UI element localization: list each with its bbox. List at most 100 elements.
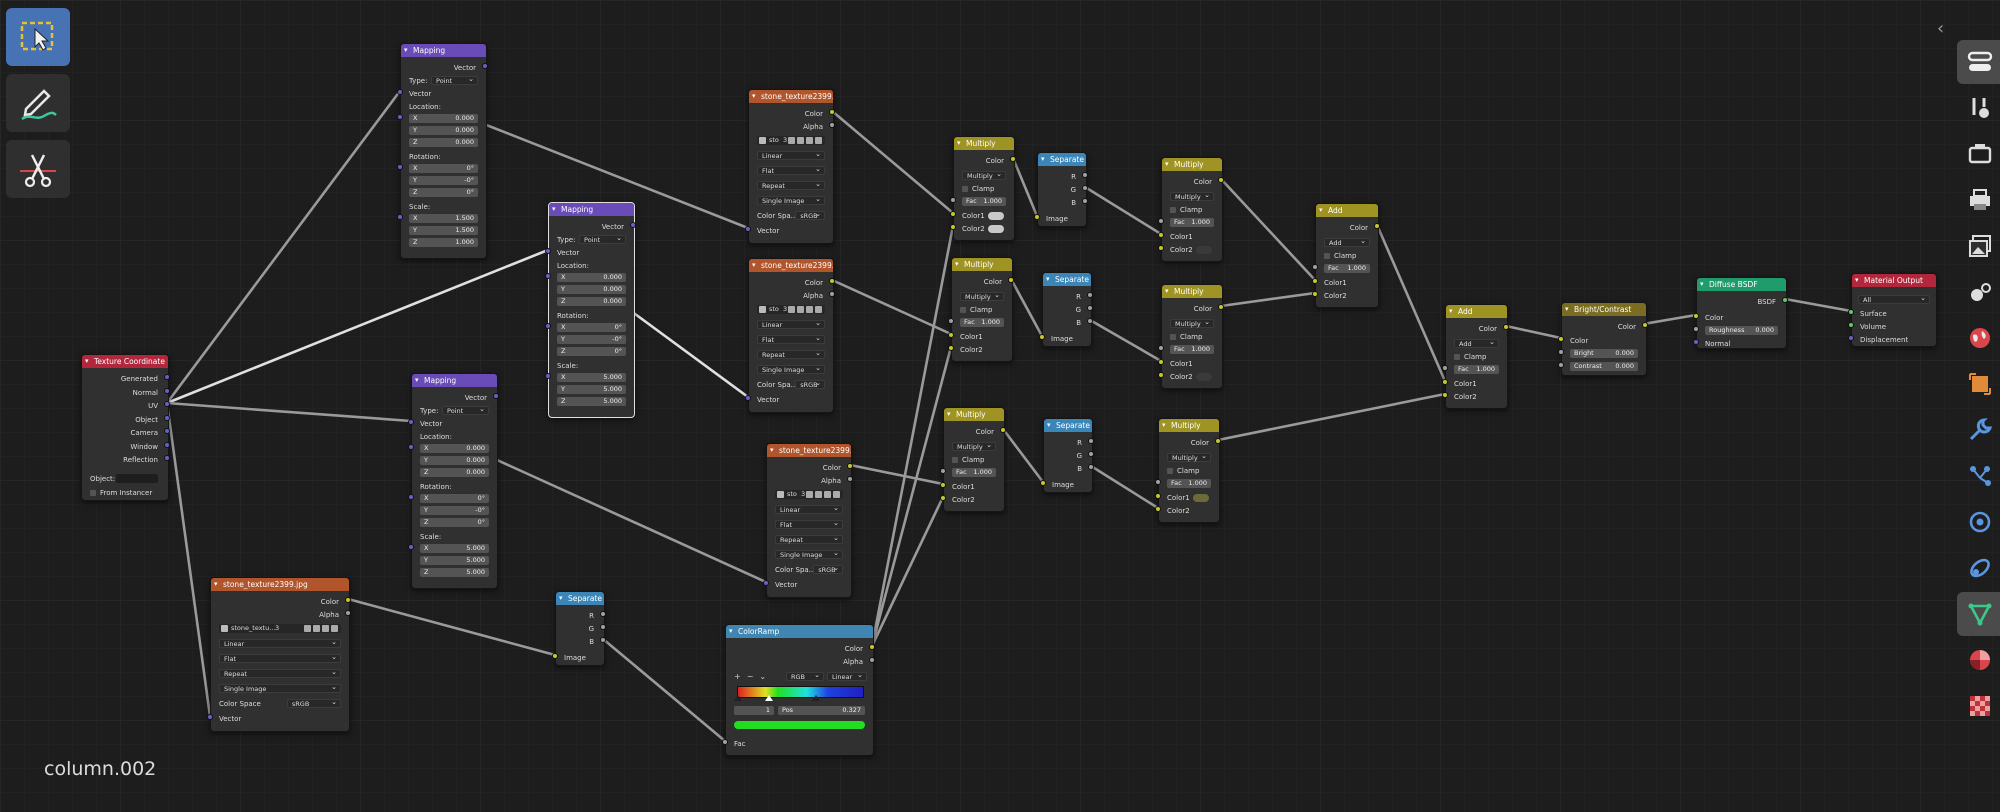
input-socket[interactable] — [1848, 335, 1854, 341]
blend-mode-dropdown[interactable]: Add — [1454, 338, 1499, 348]
color-stop-handle[interactable] — [811, 695, 820, 701]
fake-user-icon[interactable] — [788, 306, 795, 313]
folder-icon[interactable] — [322, 625, 329, 632]
tab-data[interactable] — [1957, 592, 2000, 636]
interpolation-dropdown[interactable]: Linear — [219, 638, 341, 648]
projection-dropdown[interactable]: Flat — [219, 653, 341, 663]
output-socket[interactable] — [600, 637, 606, 643]
output-socket[interactable] — [482, 63, 488, 69]
input-socket[interactable] — [940, 482, 946, 488]
input-socket[interactable] — [1848, 322, 1854, 328]
output-socket[interactable] — [164, 414, 170, 421]
node-mix-multiply[interactable]: MultiplyColorMultiplyClampFac1.000Color1… — [1158, 284, 1224, 389]
input-socket[interactable] — [940, 495, 946, 501]
output-socket[interactable] — [164, 374, 170, 380]
extension-dropdown[interactable]: Repeat — [219, 668, 341, 678]
node-header[interactable]: Separate R... — [1044, 419, 1092, 432]
input-socket[interactable] — [1693, 326, 1699, 332]
tab-texture[interactable] — [1957, 684, 2000, 728]
input-socket[interactable] — [1158, 345, 1164, 351]
tab-particles[interactable] — [1957, 454, 2000, 498]
input-socket[interactable] — [1558, 336, 1564, 342]
stop-color-swatch[interactable] — [734, 721, 865, 729]
output-socket[interactable] — [847, 463, 853, 469]
output-socket[interactable] — [345, 597, 351, 603]
input-socket[interactable] — [1558, 362, 1564, 368]
close-icon[interactable] — [331, 625, 338, 632]
blend-mode-dropdown[interactable]: Multiply — [952, 441, 996, 451]
input-socket[interactable] — [1158, 232, 1164, 238]
blend-mode-dropdown[interactable]: Multiply — [960, 291, 1004, 301]
node-header[interactable]: Diffuse BSDF — [1697, 278, 1786, 291]
interpolation-dropdown[interactable]: Linear — [757, 319, 825, 329]
input-socket[interactable] — [950, 211, 956, 217]
color1-swatch[interactable] — [988, 212, 1004, 220]
input-socket[interactable] — [948, 345, 954, 351]
node-header[interactable]: Separate R... — [1043, 273, 1091, 286]
output-socket[interactable] — [600, 624, 606, 630]
extension-dropdown[interactable]: Repeat — [775, 534, 843, 544]
output-socket[interactable] — [1782, 297, 1788, 303]
blend-mode-dropdown[interactable]: Multiply — [1167, 452, 1211, 462]
input-socket[interactable] — [1158, 245, 1164, 251]
node-mix-multiply[interactable]: MultiplyColorMultiplyClampFac1.000Color1… — [948, 257, 1014, 362]
node-link[interactable] — [1504, 324, 1563, 340]
node-link[interactable] — [346, 597, 557, 657]
node-link[interactable] — [601, 637, 727, 743]
tab-constraints[interactable] — [1957, 546, 2000, 590]
tab-physics[interactable] — [1957, 500, 2000, 544]
copy-icon[interactable] — [797, 306, 804, 313]
node-link[interactable] — [1219, 177, 1317, 282]
input-socket[interactable] — [397, 89, 403, 95]
source-dropdown[interactable]: Single Image — [219, 683, 341, 693]
tab-object[interactable] — [1957, 362, 2000, 406]
folder-icon[interactable] — [806, 306, 813, 313]
input-socket[interactable] — [1442, 365, 1448, 371]
node-color-ramp[interactable]: ColorRampColorAlpha+−⌄RGBLinear1Pos0.327… — [722, 624, 875, 756]
output-socket[interactable] — [1215, 438, 1221, 444]
output-socket[interactable] — [164, 441, 170, 448]
color-mode-dropdown[interactable]: RGB — [786, 671, 824, 681]
node-header[interactable]: Add — [1316, 204, 1378, 217]
copy-icon[interactable] — [797, 137, 804, 144]
output-socket[interactable] — [164, 387, 170, 394]
input-socket[interactable] — [763, 580, 769, 586]
ramp-menu-icon[interactable]: ⌄ — [759, 672, 767, 681]
input-socket[interactable] — [940, 468, 946, 474]
extension-dropdown[interactable]: Repeat — [757, 349, 825, 359]
output-socket[interactable] — [1374, 223, 1380, 229]
mapping-type-dropdown[interactable]: Point — [579, 234, 626, 244]
input-socket[interactable] — [1158, 218, 1164, 224]
node-header[interactable]: Mapping — [401, 44, 486, 57]
input-socket[interactable] — [948, 332, 954, 338]
node-link[interactable] — [165, 401, 413, 423]
clamp-checkbox[interactable] — [960, 307, 966, 313]
image-selector[interactable]: stone_textu...3 — [219, 624, 341, 633]
chevron-left-icon[interactable]: ‹ — [1937, 18, 1945, 39]
node-image-texture[interactable]: stone_texture2399.jpgColorAlphasto3Linea… — [763, 443, 853, 598]
stop-index-field[interactable]: 1 — [734, 706, 774, 715]
color-stop-handle[interactable] — [734, 695, 742, 701]
node-header[interactable]: Separate R... — [556, 592, 604, 605]
axis-y-field[interactable]: Y-0° — [409, 176, 478, 185]
output-socket[interactable] — [164, 428, 170, 434]
node-header[interactable]: Bright/Contrast — [1562, 303, 1646, 316]
color2-swatch[interactable] — [1196, 246, 1212, 254]
output-socket[interactable] — [869, 657, 875, 663]
